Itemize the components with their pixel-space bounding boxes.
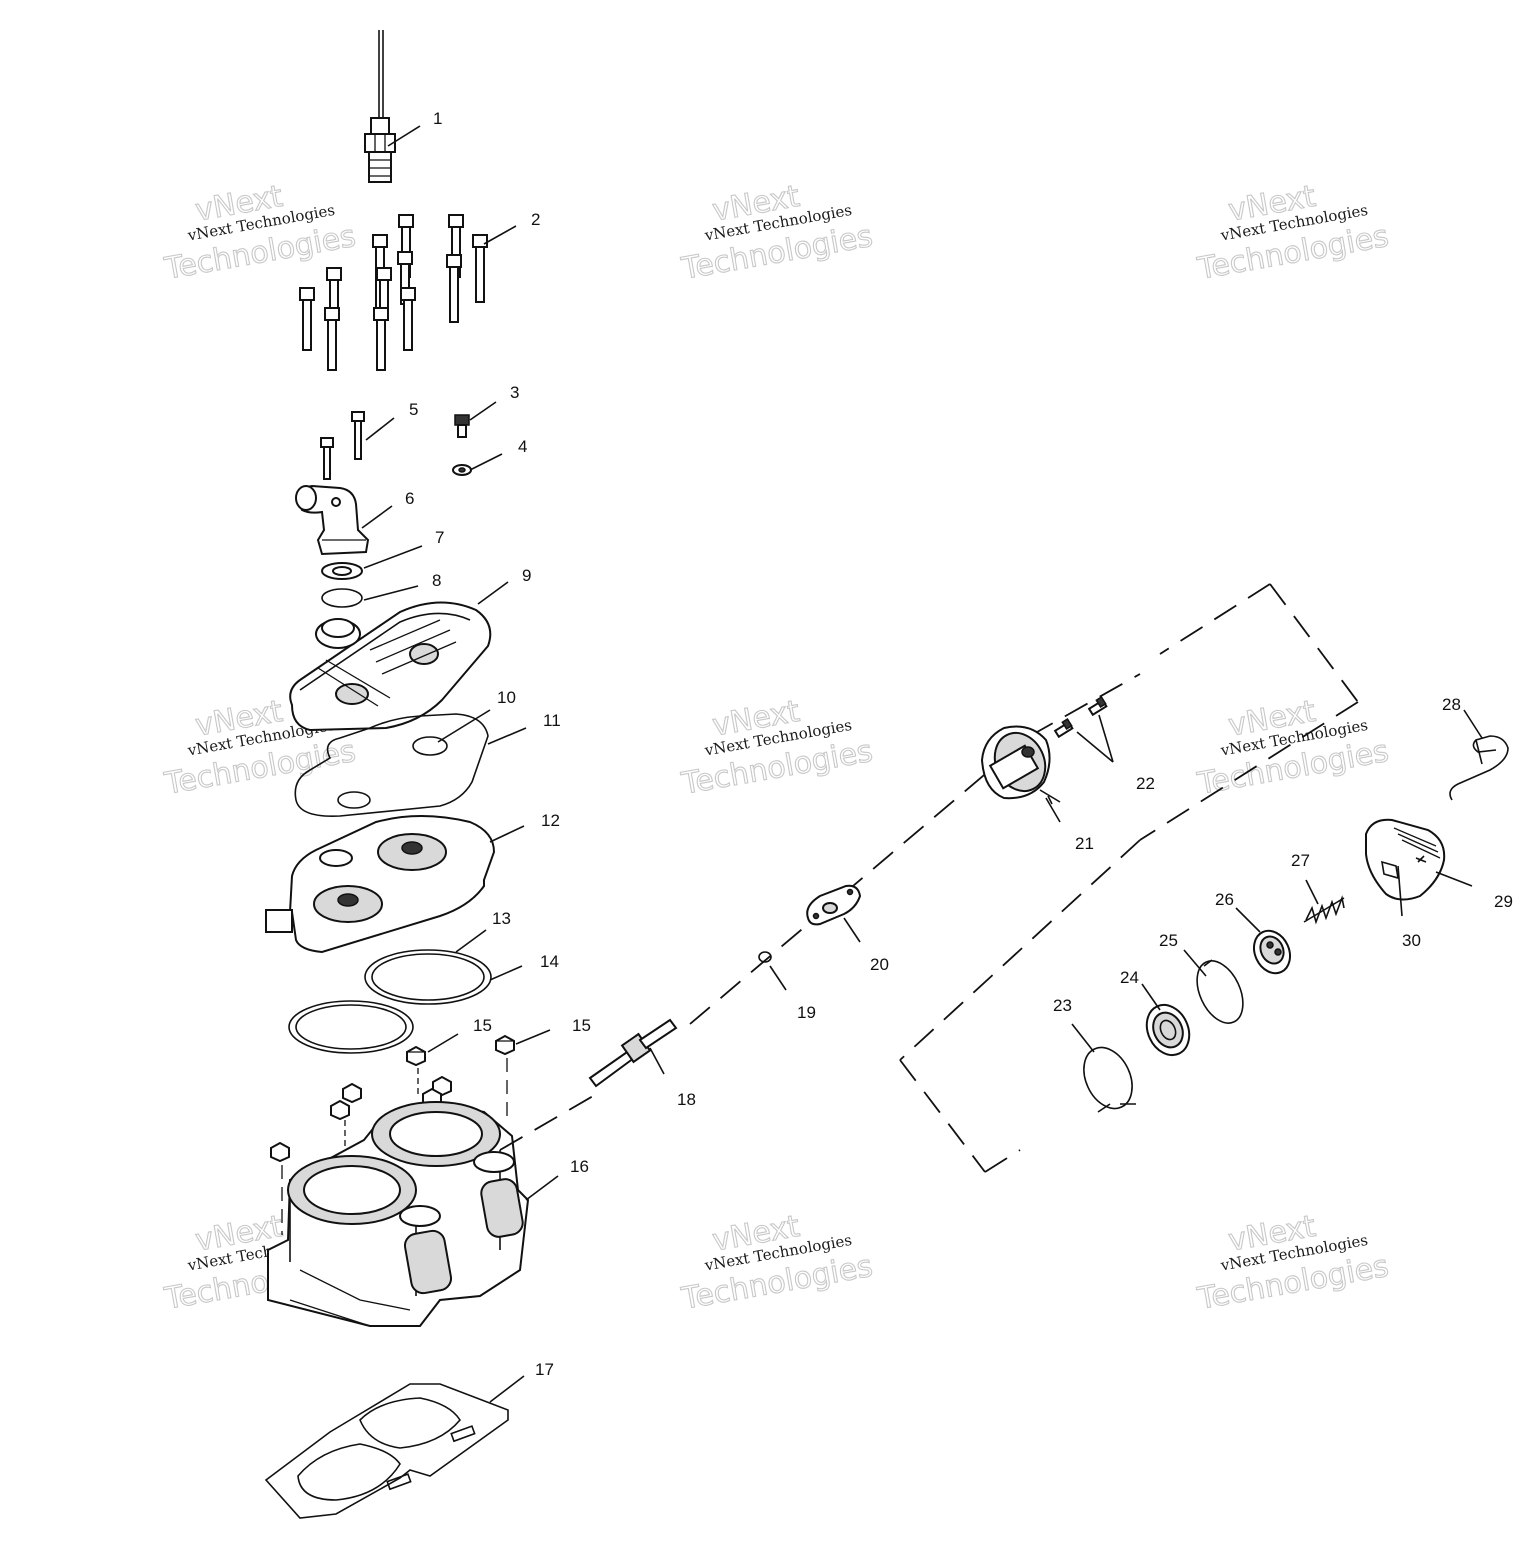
nut (342, 1082, 362, 1104)
part-7-gasket[interactable] (321, 562, 363, 580)
bolt (397, 251, 413, 305)
callout-30: 30 (1402, 931, 1421, 950)
watermark: vNext Technologies vNext Technologies (1194, 693, 1392, 802)
callout-7: 7 (435, 528, 444, 547)
callout-10: 10 (497, 688, 516, 707)
assembly-axis-line (499, 673, 1141, 1151)
callout-29: 29 (1494, 892, 1513, 911)
part-25-retaining-ring[interactable] (1188, 954, 1252, 1031)
part-19-o-ring[interactable] (758, 951, 772, 963)
part-18-valve-stem[interactable] (588, 1018, 678, 1088)
nut (270, 1141, 290, 1163)
bolt (299, 287, 315, 351)
callout-25: 25 (1159, 931, 1178, 950)
part-22-pins[interactable] (1053, 695, 1114, 763)
callout-9: 9 (522, 566, 531, 585)
part-28-wire-clip[interactable] (1449, 735, 1509, 801)
part-9-head-cover[interactable] (289, 601, 492, 732)
part-27-spring[interactable] (1303, 895, 1345, 925)
callout-27: 27 (1291, 851, 1310, 870)
bolt (400, 287, 416, 351)
part-26-poppet[interactable] (1247, 925, 1296, 979)
watermark: vNext Technologies vNext Technologies (1194, 178, 1392, 287)
callout-28: 28 (1442, 695, 1461, 714)
callout-6: 6 (405, 489, 414, 508)
part-23-retaining-ring[interactable] (1075, 1040, 1142, 1117)
callout-12: 12 (541, 811, 560, 830)
callout-21: 21 (1075, 834, 1094, 853)
part-3-bleed-screw[interactable] (454, 414, 470, 438)
callout-24: 24 (1120, 968, 1139, 987)
callout-1: 1 (433, 109, 442, 128)
part-24-valve-seat[interactable] (1139, 998, 1197, 1062)
part-5-bolts[interactable] (320, 411, 365, 480)
callout-22: 22 (1136, 774, 1155, 793)
bolt (446, 254, 462, 323)
callout-20: 20 (870, 955, 889, 974)
callout-14: 14 (540, 952, 559, 971)
part-12-cylinder-head[interactable] (265, 815, 496, 954)
callout-5: 5 (409, 400, 418, 419)
assembly-bracket (899, 583, 1359, 1173)
watermark: vNext Technologies vNext Technologies (678, 1208, 876, 1317)
callout-23: 23 (1053, 996, 1072, 1015)
callout-4: 4 (518, 437, 527, 456)
part-13-cylinder-o-ring[interactable] (364, 949, 492, 1005)
callout-8: 8 (432, 571, 441, 590)
part-20-gasket[interactable] (806, 884, 862, 926)
bolt (324, 307, 340, 371)
callout-15a: 15 (473, 1016, 492, 1035)
part-16-cylinder-block[interactable] (267, 1101, 530, 1327)
part-29-valve-cover[interactable] (1365, 818, 1446, 901)
callout-15b: 15 (572, 1016, 591, 1035)
nut (330, 1099, 350, 1121)
callout-17: 17 (535, 1360, 554, 1379)
nut (495, 1034, 515, 1056)
callout-13: 13 (492, 909, 511, 928)
callout-11: 11 (543, 711, 561, 730)
callout-18: 18 (677, 1090, 696, 1109)
part-10-seal-ring[interactable] (412, 736, 448, 756)
part-2-head-bolts[interactable] (299, 214, 488, 371)
callout-labels: 1 2 3 4 5 6 7 8 9 10 11 12 13 14 15 15 1… (405, 109, 1513, 1379)
part-8-o-ring[interactable] (321, 588, 363, 608)
part-14-cylinder-o-ring[interactable] (288, 1000, 414, 1054)
part-21-valve-body[interactable] (980, 725, 1061, 805)
bolt (376, 267, 392, 316)
bolt (373, 307, 389, 371)
leader-lines (361, 125, 1483, 1403)
callout-3: 3 (510, 383, 519, 402)
watermarks: vNext Technologies vNext Technologies vN… (161, 178, 1392, 1317)
part-15-nuts[interactable] (270, 1034, 515, 1235)
nut (406, 1045, 426, 1067)
bolt (472, 234, 488, 303)
callout-2: 2 (531, 210, 540, 229)
part-11-head-gasket[interactable] (294, 713, 489, 817)
watermark: vNext Technologies vNext Technologies (678, 178, 876, 287)
callout-19: 19 (797, 1003, 816, 1022)
watermark: vNext Technologies vNext Technologies (1194, 1208, 1392, 1317)
bolt (326, 267, 342, 316)
callout-16: 16 (570, 1157, 589, 1176)
part-6-thermostat-housing[interactable] (295, 484, 370, 556)
part-17-base-gasket[interactable] (264, 1383, 509, 1519)
watermark: vNext Technologies vNext Technologies (161, 178, 359, 287)
callout-26: 26 (1215, 890, 1234, 909)
bolt (448, 214, 464, 278)
part-4-washer[interactable] (452, 464, 472, 476)
watermark: vNext Technologies vNext Technologies (678, 693, 876, 802)
part-1-temperature-sensor[interactable] (364, 30, 396, 183)
